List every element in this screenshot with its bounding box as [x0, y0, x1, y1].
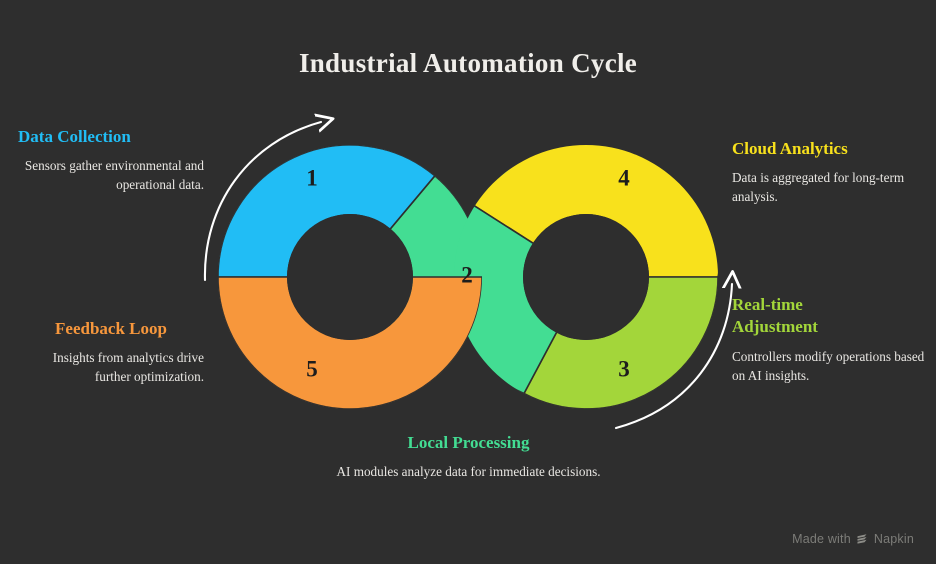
watermark-prefix: Made with	[792, 532, 851, 546]
segment-number-5: 5	[306, 356, 318, 381]
heading-realtime-adjustment: Real-time Adjustment	[732, 295, 818, 337]
napkin-logo-icon	[856, 533, 869, 546]
segment-number-1: 1	[306, 165, 318, 190]
watermark-brand: Napkin	[873, 532, 914, 546]
segment-number-2: 2	[461, 262, 473, 287]
right-donut-hole	[523, 214, 649, 340]
heading-data-collection: Data Collection	[18, 127, 131, 146]
block-realtime-adjustment: Real-time Adjustment Controllers modify …	[732, 294, 932, 385]
segment-5-feedback-loop[interactable]	[218, 276, 482, 409]
description-data-collection: Sensors gather environmental and operati…	[24, 158, 204, 193]
block-cloud-analytics: Cloud Analytics Data is aggregated for l…	[732, 138, 932, 207]
napkin-watermark[interactable]: Made with Napkin	[792, 532, 914, 546]
description-cloud-analytics: Data is aggregated for long-term analysi…	[732, 170, 905, 205]
block-feedback-loop: Feedback Loop Insights from analytics dr…	[18, 318, 204, 387]
description-realtime-adjustment: Controllers modify operations based on A…	[732, 348, 925, 383]
heading-local-processing: Local Processing	[407, 433, 530, 452]
heading-cloud-analytics: Cloud Analytics	[732, 139, 848, 158]
block-data-collection: Data Collection Sensors gather environme…	[18, 126, 204, 195]
segment-number-3: 3	[618, 356, 630, 381]
left-cycle-arrow	[203, 122, 321, 282]
page-title: Industrial Automation Cycle	[298, 48, 638, 78]
description-local-processing: AI modules analyze data for immediate de…	[336, 464, 601, 480]
block-local-processing: Local Processing AI modules analyze data…	[336, 432, 601, 482]
segment-number-4: 4	[618, 165, 630, 190]
heading-feedback-loop: Feedback Loop	[55, 319, 167, 338]
right-cycle-arrow	[614, 284, 732, 430]
description-feedback-loop: Insights from analytics drive further op…	[52, 350, 204, 385]
left-donut-hole	[287, 214, 413, 340]
